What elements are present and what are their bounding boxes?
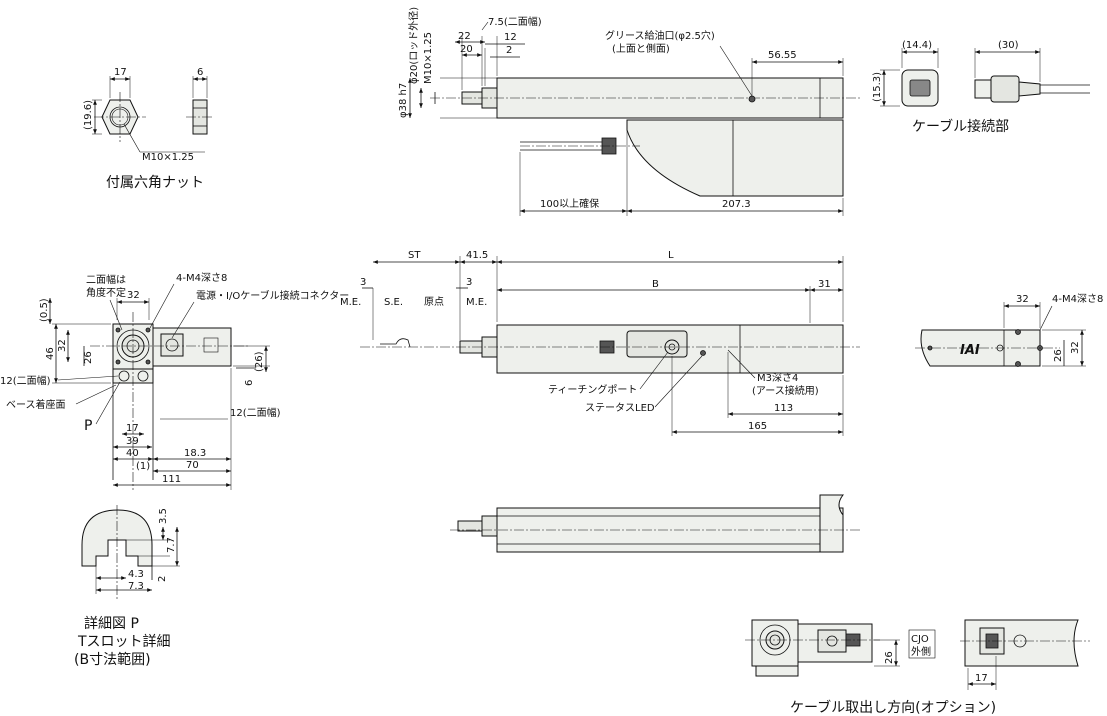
ground-label-2: (アース接続用) [752, 384, 819, 397]
status-led-label: ステータスLED [585, 402, 655, 414]
dim-111: 111 [162, 474, 181, 485]
dim-22: 22 [458, 31, 471, 42]
dim-20: 20 [460, 44, 473, 55]
tslot-dim-7-3: 7.3 [128, 581, 144, 592]
rod-thread-dim: M10×1.25 [423, 32, 434, 84]
dim-39: 39 [126, 436, 139, 447]
tapped-holes-label: 4-M4深さ8 [176, 272, 227, 284]
detail-p-marker: P [84, 418, 92, 434]
option-dim-17: 17 [975, 673, 988, 684]
me-label-2: M.E. [466, 297, 487, 308]
dim-40: 40 [126, 448, 139, 459]
grease-port-label: グリース給油口(φ2.5穴) [605, 29, 715, 42]
dim-41-5: 41.5 [466, 250, 488, 261]
dim-32-left: 32 [57, 339, 68, 352]
flats-12-label-b: 12(二面幅) [230, 406, 281, 419]
bottom-view [450, 494, 860, 553]
tslot-caption-3: (B寸法範囲) [74, 651, 151, 668]
origin-label: 原点 [424, 296, 444, 308]
dim-165: 165 [748, 421, 767, 432]
tslot-caption-1: 詳細図 P [84, 616, 139, 632]
body-dia-dim: φ38 h7 [398, 83, 409, 118]
end-height-dim: 32 [1070, 341, 1081, 354]
option-dim-26: 26 [884, 651, 895, 664]
motor-housing-top [626, 119, 844, 197]
dim-2: 2 [506, 45, 512, 56]
nut-thickness-dim: 6 [197, 67, 203, 78]
top-view: φ38 h7 φ20(ロッド外径) M10×1.25 22 20 12 2 7.… [398, 7, 860, 216]
nut-height-dim: (19.6) [83, 100, 94, 130]
dim-1: (1) [136, 461, 150, 472]
rod-dia-dim: φ20(ロッド外径) [407, 7, 420, 84]
teaching-port-label: ティーチングポート [548, 383, 637, 396]
dim-31: 31 [818, 279, 831, 290]
connector-height-dim: (15.3) [872, 72, 883, 102]
overall-length-dim: L [668, 250, 674, 261]
grease-port [748, 95, 756, 103]
cable-option-caption: ケーブル取出し方向(オプション) [790, 699, 996, 716]
front-view: 32 二面幅は 角度不定 4-M4深さ8 電源・I/Oケーブル接続コネクター (… [0, 272, 349, 490]
flats-12-label-a: 12(二面幅) [0, 374, 51, 387]
dim-17: 17 [126, 423, 139, 434]
outside-tag: 外側 [911, 645, 931, 658]
cable-connection-view: (14.4) (15.3) (30) ケーブル接続部 [872, 40, 1090, 135]
status-led [700, 350, 706, 356]
hex-nut-caption: 付属六角ナット [106, 175, 204, 191]
dim-3-b: 3 [466, 277, 472, 288]
grease-port-sub-label: (上面と側面) [612, 42, 670, 55]
front-width-dim: 32 [127, 290, 140, 301]
iai-logo: IAI [960, 343, 980, 358]
connector-label: 電源・I/Oケーブル接続コネクター [196, 289, 349, 302]
dim-207-3: 207.3 [722, 199, 751, 210]
cable-connection-caption: ケーブル接続部 [912, 118, 1009, 135]
dim-113: 113 [774, 403, 793, 414]
end-width-dim: 32 [1016, 294, 1029, 305]
end-view: IAI 32 4-M4深さ8 32 26 [915, 293, 1103, 367]
front-height-dim: 46 [45, 347, 56, 360]
dim-3-a: 3 [360, 277, 366, 288]
cable-clearance-dim: 100以上確保 [540, 197, 599, 210]
dim-26-left: 26 [83, 351, 94, 364]
flats-angle-label-2: 角度不定 [86, 286, 126, 299]
dim-56-55: 56.55 [768, 50, 797, 61]
ground-label-1: M3深さ4 [757, 372, 798, 384]
option-flange [751, 619, 799, 667]
flats-angle-label-1: 二面幅は [86, 273, 126, 286]
nut-width-dim: 17 [114, 67, 127, 78]
base-face-label: ベース着座面 [6, 398, 66, 411]
dim-0-5: (0.5) [39, 298, 50, 322]
flats-7-5-dim: 7.5(二面幅) [488, 15, 542, 28]
end-26-dim: 26 [1053, 349, 1064, 362]
dim-18-3: 18.3 [184, 448, 206, 459]
dim-70: 70 [186, 460, 199, 471]
end-tapped-label: 4-M4深さ8 [1052, 293, 1103, 305]
dim-12: 12 [504, 32, 517, 43]
cable-option-view: 26 CJO 外側 17 ケーブル取出し方向(オプション) [745, 619, 1090, 716]
tslot-dim-3-5: 3.5 [158, 508, 169, 524]
tslot-detail-view: 3.5 7.7 2 4.3 7.3 詳細図 P Tスロット詳細 (B寸法範囲) [74, 505, 180, 668]
hex-nut-view: 17 6 (19.6) M10×1.25 付属六角ナット [83, 67, 214, 191]
tslot-dim-4-3: 4.3 [128, 569, 144, 580]
dim-6: 6 [244, 380, 255, 386]
connector-width-dim: (14.4) [902, 40, 932, 51]
tslot-dim-7-7: 7.7 [166, 537, 177, 553]
nut-thread-label: M10×1.25 [142, 152, 194, 163]
tslot-caption-2: Tスロット詳細 [77, 634, 171, 650]
side-view: ST 41.5 L 3 3 B 31 M.E. S.E. 原点 M.E. ティー… [340, 250, 860, 436]
me-label-1: M.E. [340, 297, 361, 308]
stroke-dim: ST [408, 250, 421, 261]
se-label: S.E. [384, 297, 403, 308]
cjo-tag: CJO [911, 634, 929, 645]
dim-26-right: (26) [254, 351, 265, 372]
tslot-dim-2: 2 [157, 576, 168, 582]
connector-length-dim: (30) [998, 40, 1019, 51]
b-dim: B [652, 279, 659, 290]
